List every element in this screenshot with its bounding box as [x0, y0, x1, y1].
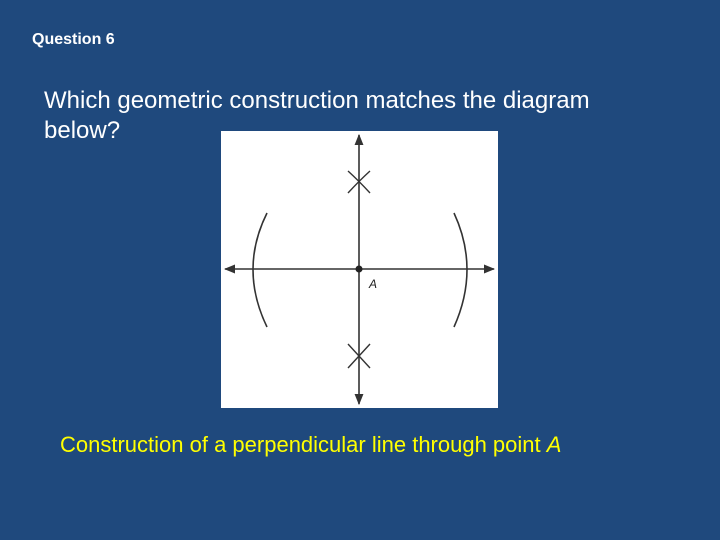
answer-text: Construction of a perpendicular line thr… [60, 430, 561, 460]
answer-point-name: A [546, 432, 562, 457]
point-a-dot [355, 265, 363, 273]
construction-diagram: A [221, 131, 498, 408]
right-arc [453, 212, 468, 328]
answer-label: Construction of a perpendicular line thr… [60, 432, 541, 457]
top-arc-intersection [347, 170, 371, 194]
construction-diagram-svg: A [223, 133, 496, 406]
question-prompt: Which geometric construction matches the… [44, 87, 590, 144]
question-label: Question 6 [32, 31, 115, 48]
bottom-arc-intersection [347, 343, 371, 369]
left-arc [252, 212, 268, 328]
point-a-label: A [368, 277, 377, 291]
